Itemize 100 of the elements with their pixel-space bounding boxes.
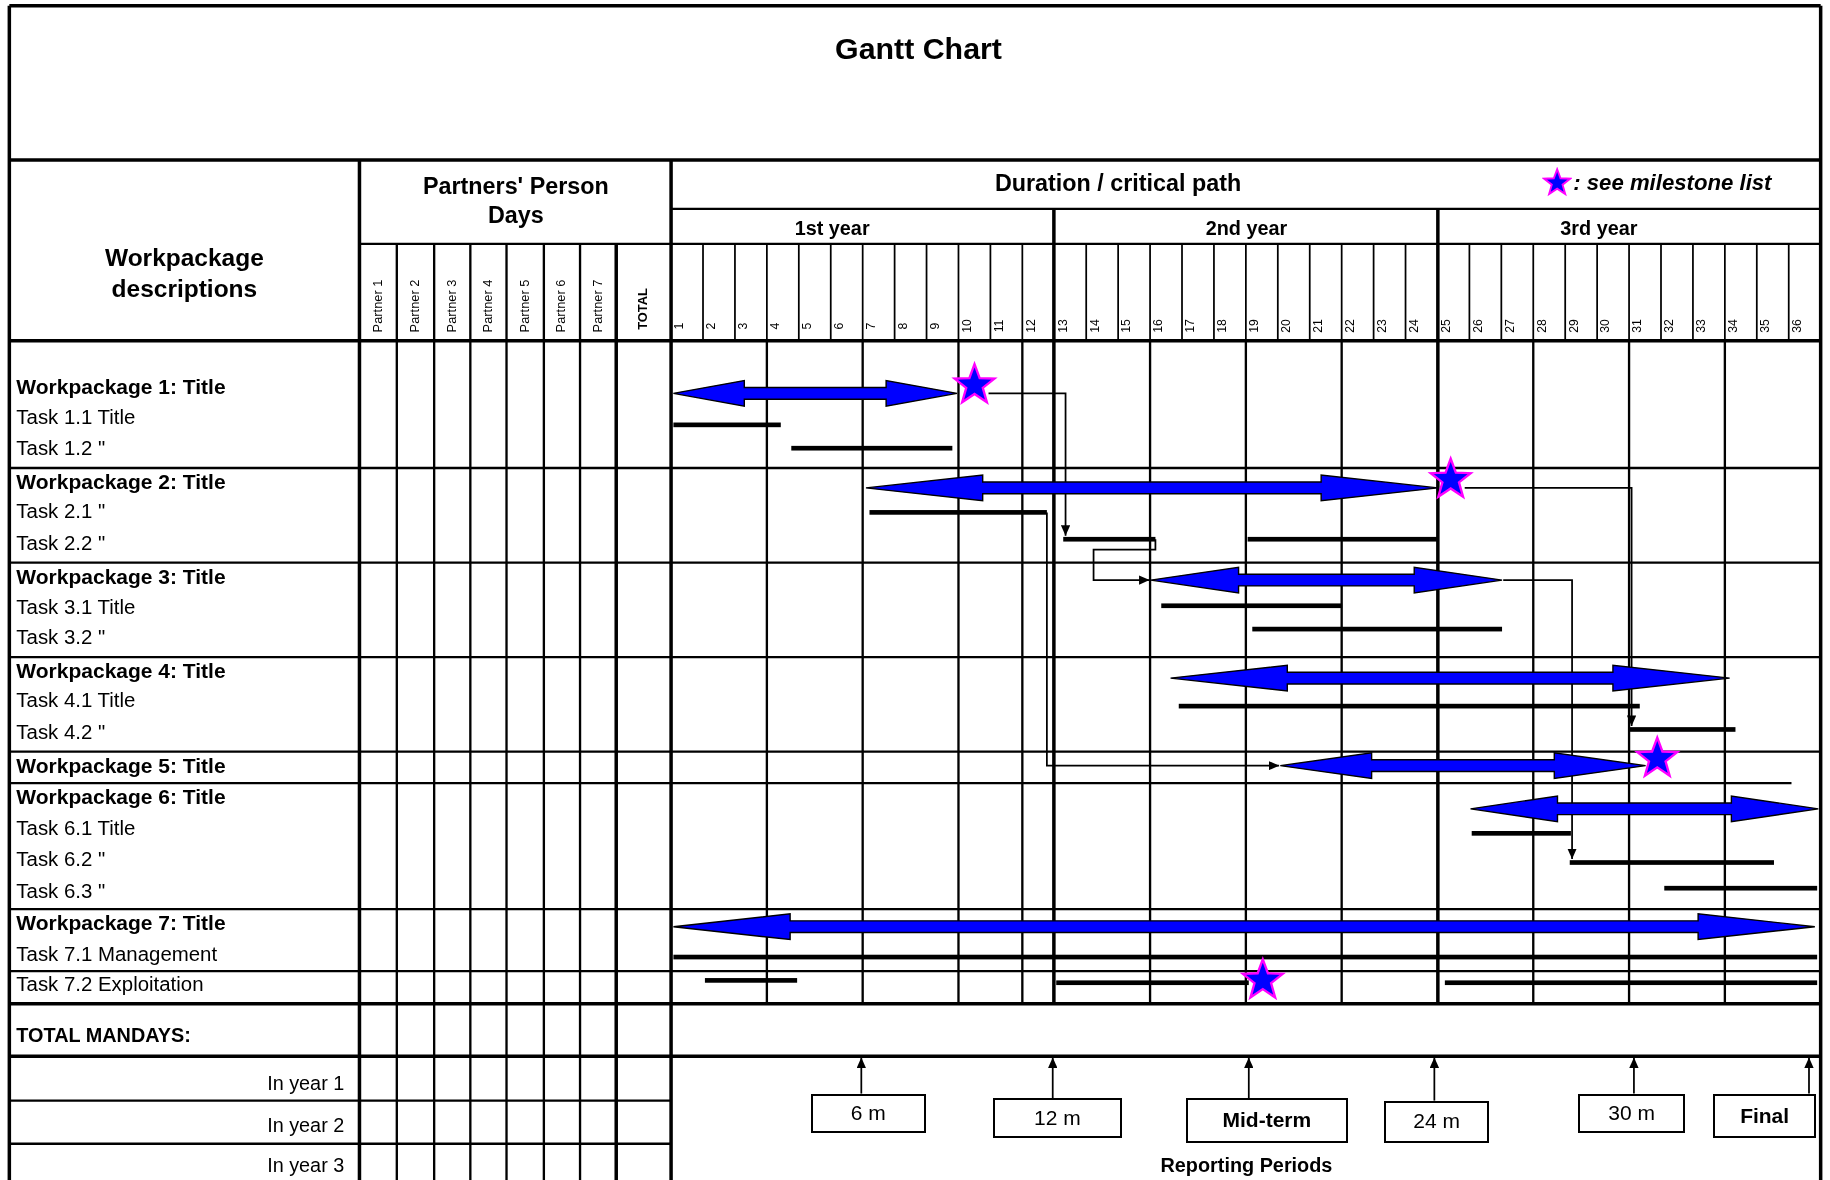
month-number: 9 bbox=[928, 322, 944, 329]
pointer-arrow bbox=[1804, 1056, 1814, 1095]
month-number: 4 bbox=[768, 322, 784, 329]
month-number: 19 bbox=[1247, 318, 1263, 333]
month-number: 2 bbox=[704, 322, 720, 329]
task-bar bbox=[791, 445, 953, 451]
partner-column-header: Partner 3 bbox=[443, 279, 460, 333]
month-number: 34 bbox=[1726, 318, 1742, 333]
workpackage-label: Workpackage 5: Title bbox=[16, 752, 226, 779]
month-number: 6 bbox=[832, 322, 848, 329]
month-number: 12 bbox=[1024, 318, 1039, 333]
task-bar bbox=[1471, 831, 1571, 836]
month-number: 17 bbox=[1183, 318, 1199, 333]
axis-caption: Reporting Periods bbox=[1160, 1152, 1333, 1178]
task-bar bbox=[869, 510, 1047, 515]
task-bar bbox=[1444, 980, 1818, 986]
partner-column-header: Partner 7 bbox=[589, 279, 606, 333]
month-number: 30 bbox=[1598, 318, 1614, 333]
task-bar bbox=[1252, 626, 1503, 632]
task-label: Task 7.1 Management bbox=[16, 941, 218, 967]
month-number: 1 bbox=[672, 322, 688, 329]
dependency-arrow bbox=[987, 392, 1071, 537]
milestone-star bbox=[1239, 956, 1286, 1001]
pointer-arrow bbox=[856, 1056, 866, 1095]
task-bar bbox=[1056, 980, 1249, 986]
month-number: 10 bbox=[960, 318, 976, 333]
month-number: 26 bbox=[1471, 318, 1487, 333]
reporting-period-box: Final bbox=[1713, 1093, 1816, 1138]
month-number: 5 bbox=[800, 322, 816, 329]
month-number: 8 bbox=[896, 322, 912, 329]
workpackage-label: Workpackage 4: Title bbox=[16, 657, 226, 684]
total-label: TOTAL MANDAYS: bbox=[16, 1022, 191, 1048]
dependency-arrow bbox=[1046, 511, 1280, 771]
month-number: 29 bbox=[1566, 318, 1582, 333]
year-row-label: In year 3 bbox=[267, 1152, 345, 1178]
workpackage-label: Workpackage 3: Title bbox=[16, 563, 226, 590]
task-bar bbox=[1629, 727, 1736, 732]
month-number: 22 bbox=[1343, 318, 1359, 333]
milestone-star bbox=[1634, 734, 1681, 779]
reporting-period-box: 12 m bbox=[993, 1098, 1122, 1138]
pointer-arrow bbox=[1629, 1056, 1639, 1095]
month-number: 14 bbox=[1087, 318, 1103, 333]
month-number: 35 bbox=[1758, 318, 1774, 333]
reporting-period-box: 30 m bbox=[1577, 1093, 1686, 1134]
task-bar bbox=[673, 422, 781, 428]
pointer-arrow bbox=[1048, 1056, 1058, 1100]
task-label: Task 4.1 Title bbox=[16, 688, 136, 714]
task-bar bbox=[1664, 885, 1818, 891]
month-number: 16 bbox=[1151, 318, 1167, 333]
workpackage-label: Workpackage 6: Title bbox=[16, 784, 226, 810]
task-bar bbox=[704, 978, 798, 983]
task-label: Task 2.2 " bbox=[16, 531, 106, 557]
workpackage-duration-band bbox=[1150, 566, 1503, 594]
workpackage-label: Workpackage 7: Title bbox=[16, 910, 226, 937]
task-label: Task 1.2 " bbox=[16, 436, 106, 462]
workpackage-duration-band bbox=[1169, 664, 1731, 692]
month-number: 24 bbox=[1407, 318, 1423, 333]
partner-column-header: Partner 2 bbox=[407, 279, 424, 333]
month-number: 15 bbox=[1119, 318, 1135, 333]
year-row-label: In year 2 bbox=[267, 1112, 345, 1138]
workpackage-label: Workpackage 2: Title bbox=[16, 468, 226, 495]
task-bar bbox=[1247, 536, 1438, 542]
task-label: Task 3.2 " bbox=[16, 625, 106, 651]
month-number: 20 bbox=[1279, 318, 1295, 333]
task-label: Task 6.3 " bbox=[16, 878, 106, 904]
month-number: 23 bbox=[1375, 318, 1391, 333]
workpackage-duration-band bbox=[865, 474, 1439, 502]
task-label: Task 1.1 Title bbox=[16, 405, 136, 431]
workpackage-duration-band bbox=[1469, 795, 1820, 823]
year-header: 1st year bbox=[794, 215, 870, 240]
workpackage-label: Workpackage 1: Title bbox=[16, 374, 226, 401]
task-bar bbox=[1063, 536, 1156, 542]
month-number: 11 bbox=[992, 319, 1008, 332]
partner-column-header: Partner 4 bbox=[479, 279, 496, 333]
column-header: Workpackage descriptions bbox=[103, 243, 265, 305]
task-bar bbox=[1569, 860, 1774, 865]
task-label: Task 6.2 " bbox=[16, 847, 106, 873]
partner-column-header: Partner 6 bbox=[553, 279, 570, 333]
month-number: 13 bbox=[1055, 318, 1071, 333]
chart-title: Gantt Chart bbox=[835, 31, 1002, 68]
task-bar bbox=[1178, 703, 1640, 709]
month-number: 7 bbox=[864, 322, 880, 329]
reporting-period-box: 24 m bbox=[1384, 1100, 1490, 1143]
task-label: Task 2.1 " bbox=[16, 499, 106, 525]
workpackage-duration-band bbox=[672, 379, 958, 407]
task-label: Task 3.1 Title bbox=[16, 595, 136, 621]
milestone-star bbox=[951, 360, 998, 405]
dependency-arrow bbox=[1092, 538, 1157, 585]
reporting-period-box: Mid-term bbox=[1185, 1098, 1348, 1143]
month-number: 33 bbox=[1694, 318, 1710, 333]
task-bar bbox=[1161, 603, 1343, 609]
workpackage-duration-band bbox=[672, 913, 1816, 941]
reporting-period-box: 6 m bbox=[811, 1093, 926, 1134]
total-column-header: TOTAL bbox=[635, 288, 652, 331]
pointer-arrow bbox=[1244, 1056, 1254, 1100]
year-header: 2nd year bbox=[1205, 215, 1288, 240]
column-header: Duration / critical path bbox=[994, 169, 1242, 199]
month-number: 25 bbox=[1439, 318, 1455, 333]
task-bar bbox=[673, 954, 1818, 960]
month-number: 18 bbox=[1215, 318, 1231, 333]
